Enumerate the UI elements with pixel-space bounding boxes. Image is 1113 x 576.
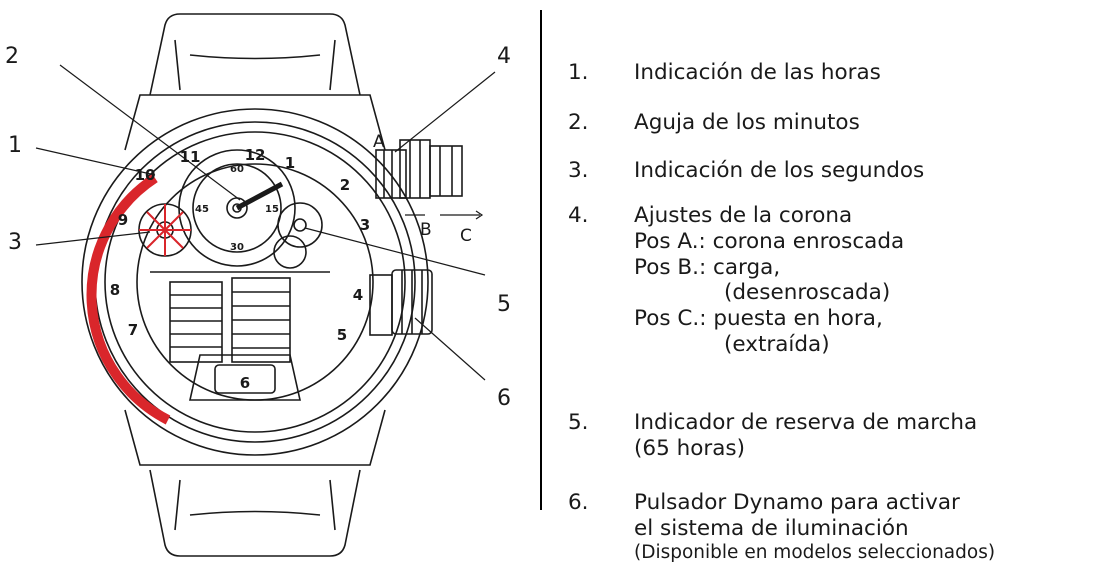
- legend-number: 5.: [568, 410, 589, 435]
- callout-5: 5: [497, 292, 511, 317]
- dynamo-pusher: [369, 269, 433, 336]
- legend-text: Ajustes de la corona: [634, 203, 853, 228]
- gear-small: [273, 235, 307, 269]
- legend-text: Aguja de los minutos: [634, 110, 860, 135]
- seconds-spokes: [139, 204, 191, 256]
- power-reserve-gear: [277, 202, 323, 248]
- crown-pos-c: C: [460, 226, 472, 246]
- power-reserve-hub: [293, 218, 307, 232]
- legend-note: (Disponible en modelos seleccionados): [634, 541, 996, 563]
- dial-numeral: 2: [340, 176, 350, 194]
- callout-2: 2: [5, 44, 19, 69]
- legend-body: Indicador de reserva de marcha (65 horas…: [634, 410, 977, 462]
- hour-fluid-tube: [86, 173, 171, 425]
- legend-text: (65 horas): [634, 435, 745, 461]
- dial-numeral: 1: [285, 154, 295, 172]
- legend-subline: (desenroscada): [724, 280, 891, 306]
- top-strap: [149, 13, 361, 96]
- dial-numeral: 6: [240, 374, 250, 392]
- subdial-label: 30: [230, 242, 244, 253]
- dial-numerals: 12 1 2 3 4 5 6 7 8 9 10 11: [110, 146, 370, 392]
- legend-text: Pulsador Dynamo para activar: [634, 490, 960, 515]
- legend-number: 2.: [568, 110, 589, 135]
- six-cartouche: [189, 354, 301, 401]
- subdial-label: 45: [195, 204, 209, 215]
- legend-text: el sistema de iluminación: [634, 515, 909, 541]
- legend-number: 4.: [568, 203, 589, 228]
- legend-body: Pulsador Dynamo para activar el sistema …: [634, 490, 995, 564]
- dial-numeral: 4: [353, 286, 363, 304]
- bottom-strap: [149, 469, 361, 557]
- legend-text: Indicador de reserva de marcha: [634, 410, 978, 435]
- callout-6: 6: [497, 386, 511, 411]
- legend-text: Indicación de los segundos: [634, 158, 925, 183]
- dial-ring: [104, 131, 406, 433]
- subdial-labels: 60 15 30 45: [195, 164, 279, 253]
- legend-text: Indicación de las horas: [634, 60, 881, 85]
- case-outer: [81, 108, 429, 456]
- legend-subline: (extraída): [724, 331, 830, 357]
- callout-3: 3: [8, 230, 22, 255]
- divider: [540, 10, 542, 510]
- crown-pos-b: B: [420, 220, 432, 240]
- dial-numeral: 5: [337, 326, 347, 344]
- dial-numeral: 10: [135, 166, 156, 184]
- top-lugs: [124, 94, 386, 151]
- legend-body: Ajustes de la corona Pos A.: corona enro…: [634, 203, 904, 358]
- bellows: [150, 271, 330, 363]
- dial-numeral: 7: [128, 321, 138, 339]
- dial-numeral: 8: [110, 281, 120, 299]
- minute-subdial-inner: [192, 163, 282, 253]
- dial-numeral: 12: [245, 146, 266, 164]
- legend-number: 1.: [568, 60, 589, 85]
- watch-diagram: 12 1 2 3 4 5 6 7 8 9 10 11 60 15 30 45: [35, 13, 496, 557]
- callout-4: 4: [497, 44, 511, 69]
- bottom-lugs: [124, 409, 386, 466]
- dial-numeral: 11: [180, 148, 201, 166]
- subdial-label: 15: [265, 204, 279, 215]
- crown: [375, 139, 463, 199]
- callout-1: 1: [8, 133, 22, 158]
- legend-subline: Pos A.: corona enroscada: [634, 228, 905, 254]
- minute-hand: [235, 181, 284, 211]
- crown-pos-a: A: [373, 132, 385, 152]
- subdial-label: 60: [230, 164, 244, 175]
- legend-number: 3.: [568, 158, 589, 183]
- legend-number: 6.: [568, 490, 589, 515]
- dial-numeral: 9: [118, 211, 128, 229]
- legend-subline: Pos B.: carga,: [634, 254, 781, 280]
- dial-numeral: 3: [360, 216, 370, 234]
- leader-lines: [35, 64, 496, 381]
- legend-subline: Pos C.: puesta en hora,: [634, 306, 883, 332]
